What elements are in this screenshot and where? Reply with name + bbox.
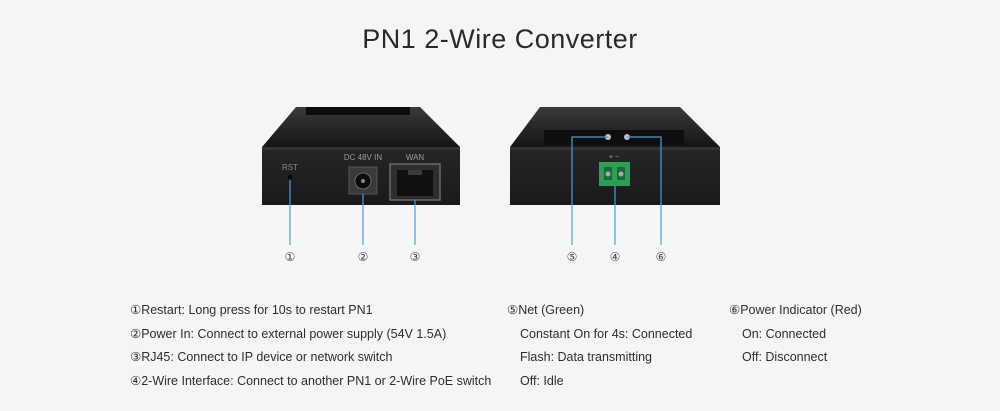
dc-label: DC 48V IN: [344, 153, 382, 162]
legend-item: On: Connected: [742, 326, 827, 341]
legend-item: Off: Disconnect: [742, 350, 828, 364]
legend-heading: ⑤Net (Green): [507, 303, 585, 317]
legend-item: ④2-Wire Interface: Connect to another PN…: [130, 373, 492, 388]
marker-5: ⑤: [566, 250, 578, 264]
marker-4: ④: [609, 250, 621, 264]
marker-2: ②: [357, 250, 369, 264]
reset-button-hole: [288, 175, 292, 179]
device-illustration: RST DC 48V IN WAN + −: [262, 107, 720, 245]
svg-text:+ −: + −: [609, 154, 619, 161]
wan-label: WAN: [406, 153, 425, 162]
legend-item: Off: Idle: [520, 373, 564, 388]
marker-3: ③: [409, 250, 421, 264]
legend-item: Flash: Data transmitting: [520, 350, 652, 364]
legend-item: ①Restart: Long press for 10s to restart …: [130, 303, 373, 317]
device-front-view: RST DC 48V IN WAN: [262, 107, 460, 245]
two-wire-terminal: [599, 162, 630, 186]
legend-item: ③RJ45: Connect to IP device or network s…: [130, 350, 393, 364]
marker-1: ①: [284, 250, 296, 264]
marker-6: ⑥: [655, 250, 667, 264]
legend-heading: ⑥Power Indicator (Red): [729, 303, 862, 317]
legend-left: ①Restart: Long press for 10s to restart …: [130, 299, 491, 393]
page-title: PN1 2-Wire Converter: [362, 24, 638, 54]
rst-label: RST: [282, 163, 298, 172]
device-rear-view: + −: [510, 107, 720, 245]
legend-item: Constant On for 4s: Connected: [520, 326, 693, 341]
legend-item: ②Power In: Connect to external power sup…: [130, 326, 447, 341]
legend-net: ⑤Net (Green) Constant On for 4s: Connect…: [507, 299, 692, 393]
legend-power: ⑥Power Indicator (Red) On: Connected Off…: [729, 299, 862, 370]
